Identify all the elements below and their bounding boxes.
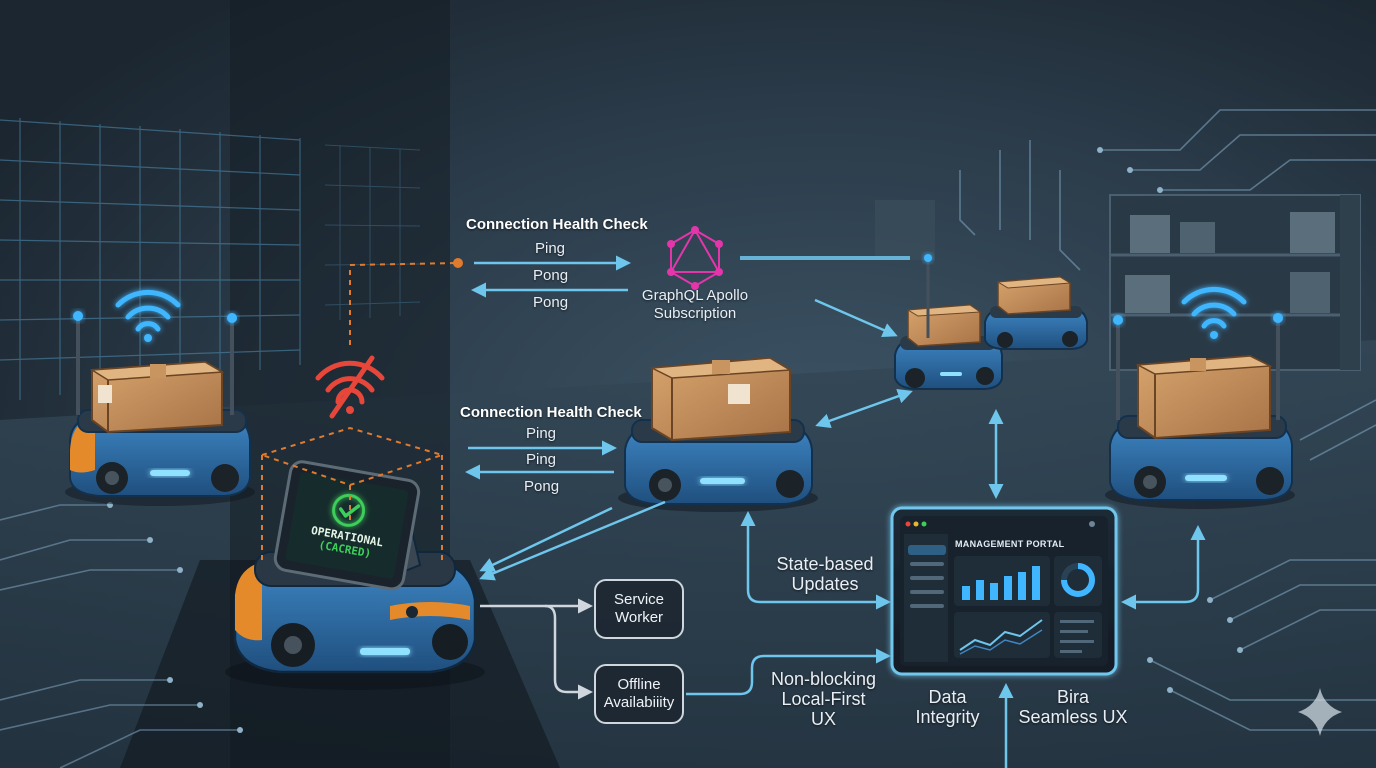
state-updates-line-1: State-based bbox=[776, 554, 874, 574]
health-check-arrows-top bbox=[471, 255, 631, 298]
mid-message-pong: Pong bbox=[524, 478, 560, 495]
graphql-subscription-label: GraphQL Apollo Subscription bbox=[640, 287, 750, 323]
sparkle-icon bbox=[1298, 688, 1342, 736]
seamless-ux-label: Bira Seamless UX bbox=[1018, 687, 1128, 727]
wifi-icon-left bbox=[115, 289, 181, 342]
top-health-check-title: Connection Health Check bbox=[466, 216, 648, 233]
seamless-ux-line-2: Seamless UX bbox=[1018, 707, 1128, 727]
mid-message-ping-2: Ping bbox=[526, 451, 557, 468]
sync-arrows bbox=[479, 388, 1206, 768]
graphql-line-1: GraphQL Apollo bbox=[641, 287, 749, 304]
wifi-off-icon bbox=[315, 355, 385, 419]
background-block bbox=[875, 200, 935, 260]
mid-health-check-title: Connection Health Check bbox=[460, 404, 642, 421]
robot-far-2 bbox=[984, 276, 1088, 350]
data-integrity-label: Data Integrity bbox=[905, 687, 990, 727]
portal-title: MANAGEMENT PORTAL bbox=[955, 539, 1065, 549]
top-message-pong-1: Pong bbox=[533, 267, 569, 284]
subscription-to-far-robot bbox=[814, 298, 898, 338]
service-worker-line-2: Worker bbox=[614, 609, 664, 626]
circuit-traces-left bbox=[0, 504, 240, 768]
graphql-line-2: Subscription bbox=[653, 305, 737, 322]
offline-dashed-cube bbox=[258, 426, 446, 565]
non-blocking-line-2: Local-First bbox=[781, 689, 866, 709]
offline-dashed-link bbox=[349, 262, 459, 345]
top-message-pong-2: Pong bbox=[533, 294, 569, 311]
data-integrity-line-2: Integrity bbox=[915, 707, 980, 727]
circuit-traces-right bbox=[959, 109, 1376, 731]
wifi-icon-right bbox=[1181, 286, 1247, 339]
mid-message-ping-1: Ping bbox=[526, 425, 557, 442]
robot-center bbox=[618, 356, 818, 512]
service-worker-box: Service Worker bbox=[594, 579, 684, 639]
offline-availability-line-2: Availabiiity bbox=[603, 694, 675, 711]
offline-link-node bbox=[453, 258, 463, 268]
non-blocking-line-3: UX bbox=[810, 709, 836, 729]
graphql-logo-icon bbox=[667, 226, 723, 290]
offline-availability-box: Offline Availabiiity bbox=[594, 664, 684, 724]
health-check-arrows-mid bbox=[465, 440, 617, 480]
robot-right bbox=[1105, 313, 1295, 509]
warehouse-shelf bbox=[1109, 194, 1361, 371]
data-integrity-line-1: Data bbox=[928, 687, 967, 707]
offline-branch-arrows bbox=[480, 598, 593, 700]
top-message-ping: Ping bbox=[535, 240, 566, 257]
robot-left bbox=[65, 311, 255, 506]
seamless-ux-line-1: Bira bbox=[1056, 687, 1089, 707]
circuit-nodes-right bbox=[1097, 147, 1243, 693]
non-blocking-label: Non-blocking Local-First UX bbox=[766, 669, 881, 729]
robot-far-1 bbox=[894, 254, 1003, 390]
service-worker-line-1: Service bbox=[613, 591, 665, 608]
check-icon bbox=[332, 493, 366, 527]
state-updates-line-2: Updates bbox=[791, 574, 859, 594]
left-wall-grid bbox=[0, 118, 301, 400]
management-portal bbox=[890, 506, 1118, 676]
offline-availability-line-1: Offline bbox=[617, 676, 661, 693]
left-wall-grid-2 bbox=[324, 144, 421, 320]
non-blocking-line-1: Non-blocking bbox=[770, 669, 877, 689]
state-updates-label: State-based Updates bbox=[770, 554, 880, 594]
